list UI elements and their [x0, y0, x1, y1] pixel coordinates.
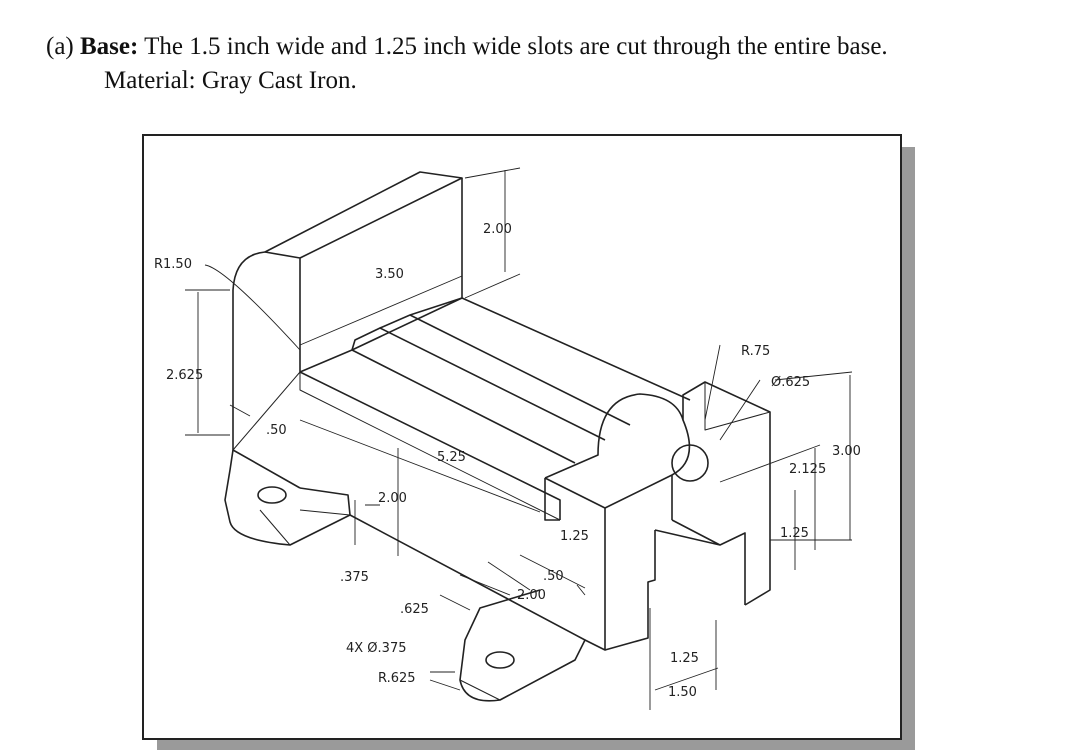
dim-label-dia0625: Ø.625 [771, 375, 810, 390]
dim-label-125-bot: 1.25 [670, 651, 699, 666]
dim-2625 [185, 289, 230, 436]
dim-label-200-mid: 2.00 [378, 491, 407, 506]
dim-label-125-mid: 1.25 [560, 529, 589, 544]
hole-right [671, 444, 709, 482]
dim-label-200-b: 2.00 [517, 588, 546, 603]
left-foot-edge [259, 509, 351, 546]
dim-label-r150: R1.50 [154, 257, 192, 272]
left-wall-inner-edge [232, 371, 301, 451]
left-wall-back-edge [299, 178, 463, 373]
dim-label-300: 3.00 [832, 444, 861, 459]
left-foot [224, 449, 351, 546]
dim-200-mid [365, 448, 399, 556]
dim-bottom [649, 608, 719, 710]
right-block-front [544, 477, 606, 651]
left-foot-hole [257, 486, 287, 504]
dim-label-0625: .625 [400, 602, 429, 617]
dimension-lines [185, 167, 853, 710]
part-outline [224, 171, 771, 702]
dim-hole-r [429, 671, 461, 691]
left-wall-top [264, 171, 463, 259]
dim-label-125-right: 1.25 [780, 526, 809, 541]
right-slot [654, 519, 746, 605]
dim-label-050-b: .50 [543, 569, 564, 584]
dim-label-r075: R.75 [741, 344, 770, 359]
right-block-outline [544, 381, 771, 606]
caption-line-1: (a) Base: The 1.5 inch wide and 1.25 inc… [46, 30, 888, 64]
right-foot-hole [485, 651, 515, 669]
floor-front-edge [299, 372, 561, 521]
slot-edge-2 [379, 297, 691, 426]
left-wall-front [232, 251, 561, 520]
right-foot-edge [459, 659, 576, 701]
slot-edge-1 [351, 327, 606, 464]
dim-200-b [487, 554, 586, 596]
dim-300 [770, 371, 853, 541]
dim-label-050-left: .50 [266, 423, 287, 438]
left-wall-outer [232, 290, 301, 489]
caption-line-2: Material: Gray Cast Iron. [104, 67, 357, 94]
dim-label-200-top: 2.00 [483, 222, 512, 237]
right-slot-2 [604, 530, 656, 651]
dim-200-top [464, 167, 521, 299]
dim-label-2625: 2.625 [166, 368, 203, 383]
dim-label-2125: 2.125 [789, 462, 826, 477]
dim-0375-0625 [354, 500, 511, 611]
dim-label-150-bot: 1.50 [668, 685, 697, 700]
caption-text: The 1.5 inch wide and 1.25 inch wide slo… [144, 33, 888, 60]
dim-525 [299, 419, 541, 513]
caption: (a) Base: The 1.5 inch wide and 1.25 inc… [46, 30, 888, 98]
right-block-top [704, 382, 771, 431]
dim-label-hole: 4X Ø.375 [346, 641, 407, 656]
dim-label-r0625: R.625 [378, 671, 416, 686]
right-block-boss [604, 419, 691, 520]
dim-r150 [204, 264, 301, 417]
dim-label-0375: .375 [340, 570, 369, 585]
dim-2125 [719, 444, 821, 570]
dim-label-350: 3.50 [375, 267, 404, 282]
dim-label-525: 5.25 [437, 450, 466, 465]
caption-label: (a) [46, 33, 74, 60]
caption-bold: Base: [80, 33, 139, 60]
dim-dia [704, 344, 761, 441]
